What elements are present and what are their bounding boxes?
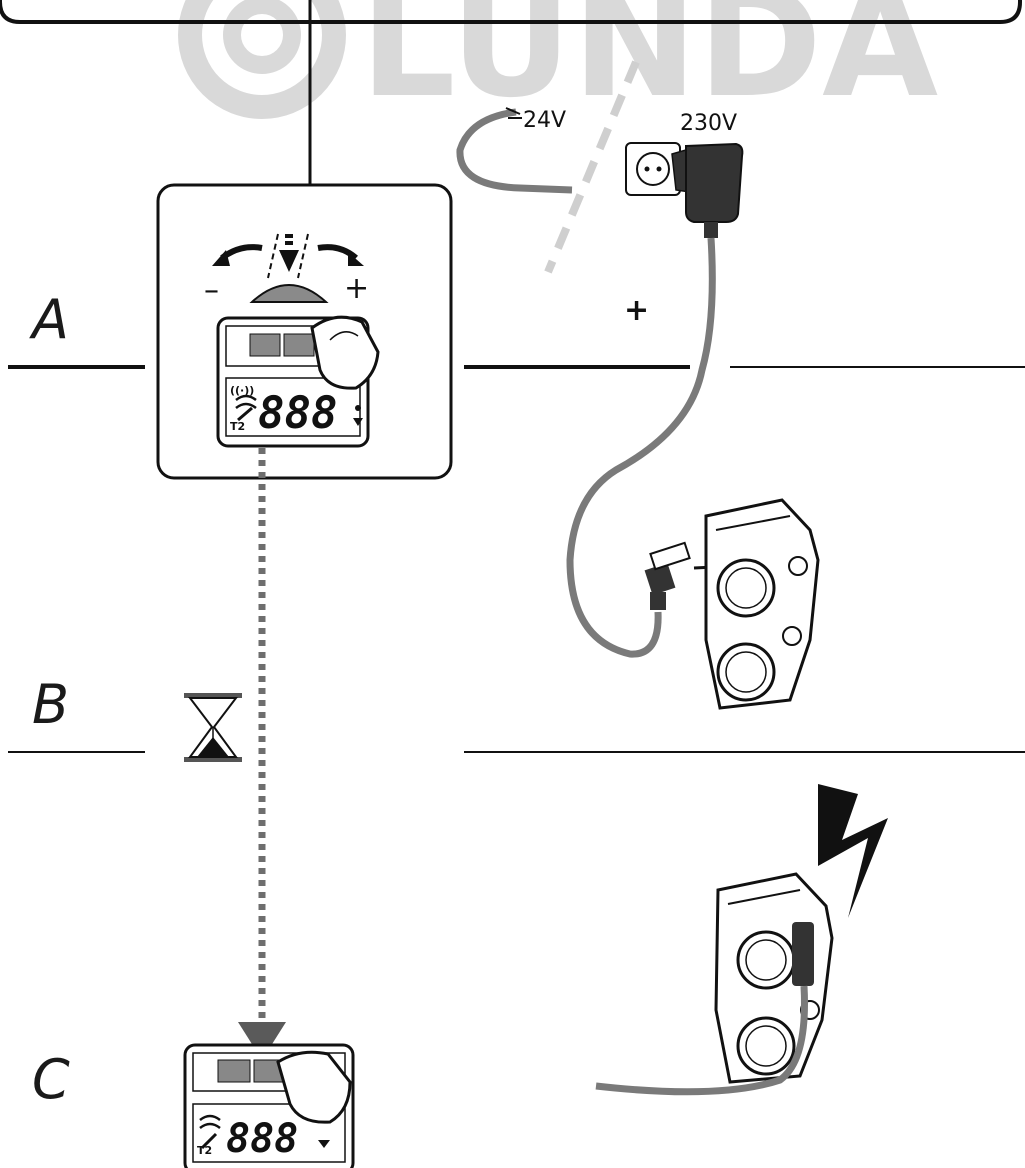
connected-cable [595,985,808,1096]
valve-housing-icon [704,498,820,710]
cable-24v [456,108,573,194]
rotate-right-arrow-icon [317,244,358,261]
hourglass-icon [184,693,242,762]
dial-plus: + [344,271,369,306]
rotate-left-arrowhead [212,250,230,266]
timing-arrowhead [238,1022,286,1060]
combine-plus: + [624,293,649,328]
wrench-icon [237,406,253,422]
dc-jack-plug-icon [644,541,691,610]
valve-housing-c-icon [714,872,834,1084]
adjustment-dial-icon [249,284,329,303]
voltage-24v-label: 24V [523,108,566,133]
lightning-bolt-icon [818,784,888,918]
alternative-separator [544,60,640,274]
step-label-a: A [29,288,69,351]
wireless-signal-icon: ((·)) [230,384,254,397]
top-frame [0,0,1022,24]
finger-press-c-icon [276,1050,352,1124]
plugged-jack [792,922,814,986]
adapter-cable [566,237,716,658]
voltage-230v-label: 230V [680,111,737,136]
step-label-c: C [32,1048,70,1111]
display-c-mode-label: T2 [197,1144,212,1157]
wall-socket-icon [625,142,681,196]
power-adapter-icon [671,142,744,238]
display-mode-label: T2 [230,420,245,433]
step-label-b: B [32,673,69,736]
rotate-right-arrowhead [348,252,364,266]
dial-minus: – [204,273,219,308]
display-c-digits: 888 [226,1116,298,1162]
finger-press-icon [310,315,380,390]
watermark-text: LUNDA [360,0,938,131]
press-down-arrow-icon [267,233,309,279]
display-digits: 888 [258,388,337,439]
